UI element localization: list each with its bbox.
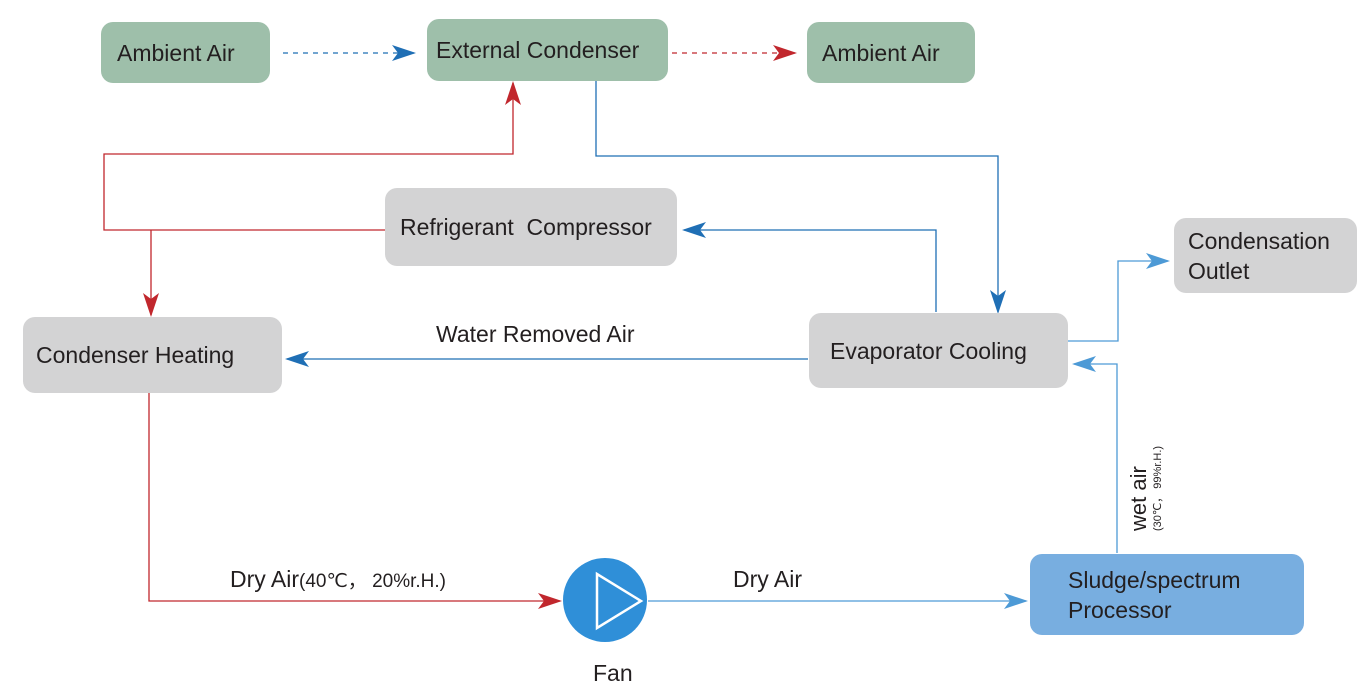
ambient-air-in-node: Ambient Air <box>101 22 270 83</box>
dry-hot-air-spec: (40℃， 20%r.H.) <box>299 571 446 592</box>
condensation-outlet-line <box>1068 253 1170 342</box>
ambient-air-out-node: Ambient Air <box>807 22 975 83</box>
evaporator-cooling-node: Evaporator Cooling <box>809 313 1068 388</box>
external-condenser-node: External Condenser <box>427 19 668 81</box>
fan-play-icon <box>595 571 644 631</box>
wet-air-main: wet air <box>1126 466 1151 531</box>
condensation-outlet-node: Condensation Outlet <box>1174 218 1357 293</box>
external-condenser-label: External Condenser <box>436 37 640 63</box>
processor-line-1: Sludge/spectrum <box>1068 566 1241 593</box>
evaporator-to-compressor-line <box>682 222 937 312</box>
ambient-air-in-label: Ambient Air <box>117 39 235 66</box>
wet-air-label: wet air (30℃， 99%r.H.) <box>1126 445 1166 531</box>
fan-icon <box>563 558 647 642</box>
water-removed-air-label: Water Removed Air <box>436 321 635 347</box>
wet-air-spec: (30℃， 99%r.H.) <box>1152 445 1164 531</box>
evaporator-cooling-label: Evaporator Cooling <box>830 337 1027 364</box>
condensation-outlet-line-1: Condensation <box>1188 227 1330 254</box>
ambient-air-out-label: Ambient Air <box>822 39 940 66</box>
condensation-outlet-line-2: Outlet <box>1188 257 1250 284</box>
dry-hot-air-line <box>148 393 562 609</box>
dry-hot-air-label: Dry Air(40℃， 20%r.H.) <box>230 566 446 593</box>
wet-air-line <box>1072 356 1118 553</box>
refrigerant-compressor-node: Refrigerant Compressor <box>385 188 677 266</box>
refrigerant-compressor-label: Refrigerant Compressor <box>400 214 652 240</box>
dry-hot-air-main: Dry Air <box>230 566 299 592</box>
sludge-processor-node: Sludge/spectrum Processor <box>1030 554 1304 635</box>
dry-air-label: Dry Air <box>733 566 802 592</box>
condenser-heating-label: Condenser Heating <box>36 342 235 368</box>
external-condenser-to-evaporator-line <box>595 76 1006 314</box>
condenser-heating-node: Condenser Heating <box>23 317 282 393</box>
compressor-to-external-condenser-line <box>103 81 521 231</box>
processor-line-2: Processor <box>1068 596 1172 623</box>
fan-label: Fan <box>593 660 633 686</box>
